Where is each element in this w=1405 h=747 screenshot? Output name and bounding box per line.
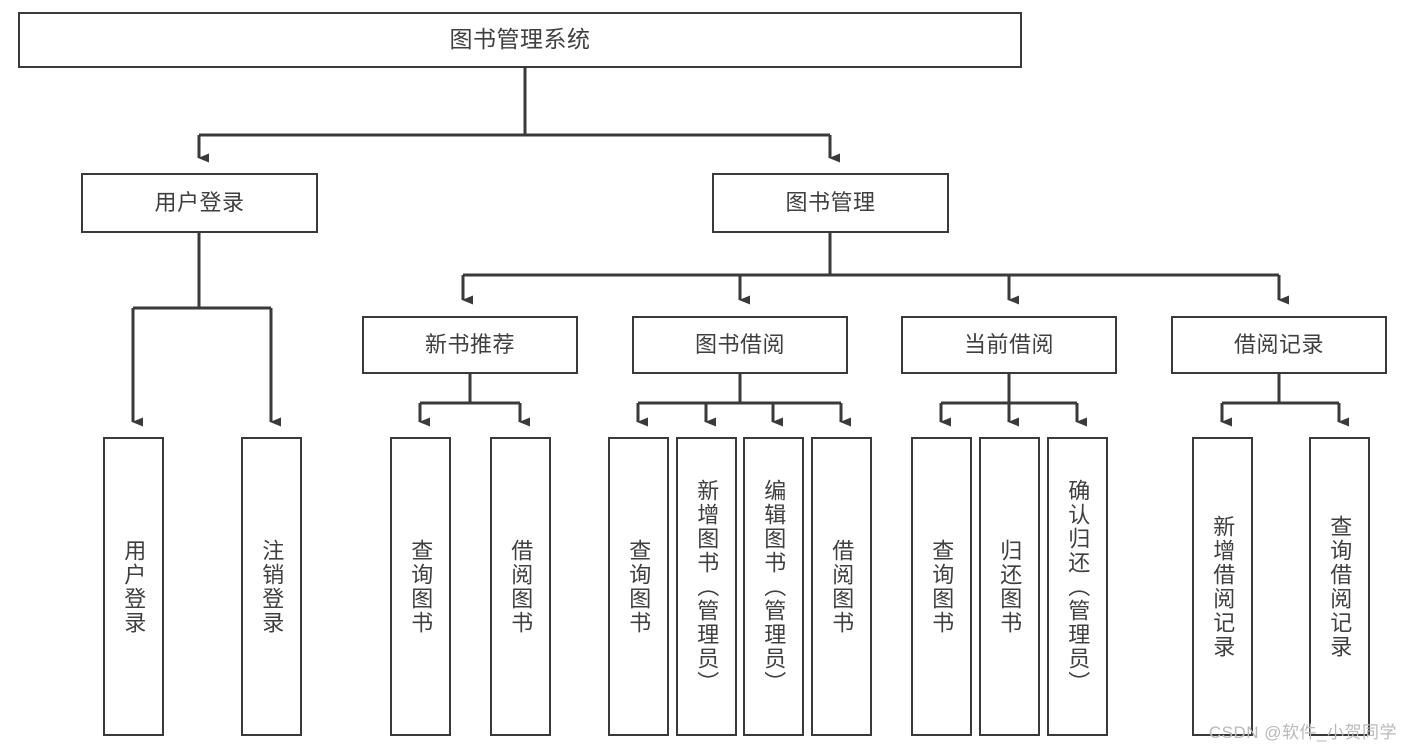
node-label: 图书管理系统 (449, 26, 591, 53)
node-label: 图书借阅 (694, 332, 785, 358)
node-label: 查询图书 (626, 538, 652, 635)
node-label: 注销登录 (259, 538, 285, 635)
node-label: 借阅记录 (1233, 332, 1324, 358)
node-label: 编辑图书（管理员） (761, 478, 787, 695)
csdn-watermark: CSDN @软件_小贺同学 (1208, 723, 1397, 742)
node-label: 确认归还（管理员） (1065, 478, 1091, 695)
node-label: 借阅图书 (829, 538, 855, 635)
node-book-management[interactable]: 图书管理 (712, 173, 949, 233)
node-label: 新书推荐 (424, 332, 515, 358)
leaf-record-query-borrow-record[interactable]: 查询借阅记录 (1309, 437, 1370, 736)
leaf-new-book-query-book[interactable]: 查询图书 (390, 437, 451, 736)
node-label: 当前借阅 (963, 332, 1054, 358)
node-new-book-recommend[interactable]: 新书推荐 (362, 316, 578, 374)
leaf-borrow-borrow-book[interactable]: 借阅图书 (811, 437, 872, 736)
leaf-borrow-add-book-admin[interactable]: 新增图书（管理员） (676, 437, 737, 736)
leaf-user-login-signin[interactable]: 用户登录 (103, 437, 164, 736)
node-label: 新增借阅记录 (1210, 514, 1236, 659)
node-borrow-record[interactable]: 借阅记录 (1171, 316, 1387, 374)
leaf-current-confirm-return-admin[interactable]: 确认归还（管理员） (1047, 437, 1108, 736)
node-user-login[interactable]: 用户登录 (81, 173, 318, 233)
node-label: 用户登录 (121, 538, 147, 635)
leaf-borrow-edit-book-admin[interactable]: 编辑图书（管理员） (743, 437, 804, 736)
node-current-borrow[interactable]: 当前借阅 (901, 316, 1117, 374)
node-label: 归还图书 (997, 538, 1023, 635)
node-label: 图书管理 (785, 190, 876, 216)
node-label: 查询借阅记录 (1327, 514, 1353, 659)
leaf-record-add-borrow-record[interactable]: 新增借阅记录 (1192, 437, 1253, 736)
node-label: 用户登录 (154, 190, 245, 216)
node-book-borrow[interactable]: 图书借阅 (632, 316, 848, 374)
node-label: 查询图书 (929, 538, 955, 635)
leaf-new-book-borrow-book[interactable]: 借阅图书 (490, 437, 551, 736)
leaf-current-return-book[interactable]: 归还图书 (979, 437, 1040, 736)
node-label: 新增图书（管理员） (694, 478, 720, 695)
node-label: 借阅图书 (508, 538, 534, 635)
node-label: 查询图书 (408, 538, 434, 635)
leaf-user-login-signout[interactable]: 注销登录 (241, 437, 302, 736)
leaf-current-query-book[interactable]: 查询图书 (911, 437, 972, 736)
node-root-book-management-system[interactable]: 图书管理系统 (18, 12, 1022, 68)
leaf-borrow-query-book[interactable]: 查询图书 (608, 437, 669, 736)
